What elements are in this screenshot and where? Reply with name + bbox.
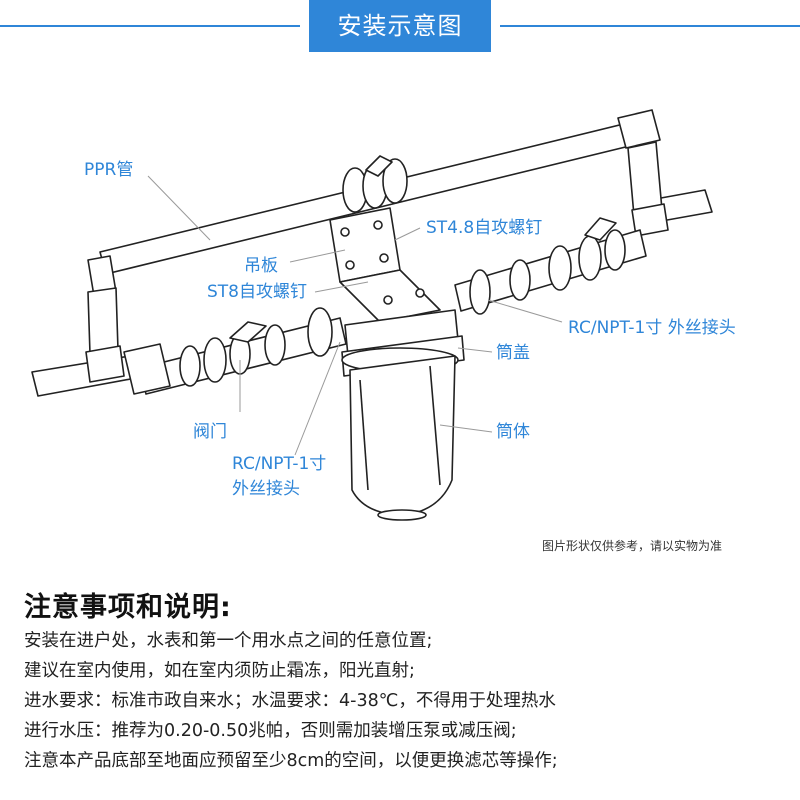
leader-connector-right	[487, 299, 563, 323]
label-housing-body: 筒体	[496, 422, 530, 442]
note-item: 进行水压：推荐为0.20-0.50兆帕，否则需加装增压泵或减压阀;	[24, 721, 517, 741]
leader-screw-st48	[394, 227, 421, 241]
installation-diagram: PPR管 吊板 ST8自攻螺钉 ST4.8自攻螺钉 RC/NPT-1寸 外丝接头…	[0, 60, 800, 580]
banner-line-left	[0, 25, 300, 27]
leader-connector-left	[294, 341, 341, 456]
right-fittings	[454, 217, 647, 315]
mounting-bracket	[329, 207, 441, 323]
leader-housing-body	[439, 424, 493, 433]
banner-line-right	[500, 25, 800, 27]
left-fittings	[123, 307, 347, 395]
label-connector-right: RC/NPT-1寸 外丝接头	[568, 318, 736, 338]
leader-bracket	[289, 249, 346, 263]
page-title: 安装示意图	[337, 12, 463, 40]
note-item: 安装在进户处，水表和第一个用水点之间的任意位置;	[24, 631, 433, 651]
note-item: 进水要求：标准市政自来水；水温要求：4-38℃，不得用于处理热水	[24, 691, 556, 711]
filter-housing	[341, 309, 465, 521]
leader-screw-st8	[314, 281, 369, 293]
label-ppr-pipe: PPR管	[84, 160, 134, 180]
label-screw-st48: ST4.8自攻螺钉	[426, 218, 543, 238]
leader-housing-cap	[457, 347, 493, 353]
note-item: 注意本产品底部至地面应预留至少8cm的空间，以便更换滤芯等操作;	[24, 751, 558, 771]
label-connector-left-line1: RC/NPT-1寸	[232, 454, 327, 474]
diagram-drawing	[31, 109, 713, 521]
note-item: 建议在室内使用，如在室内须防止霜冻，阳光直射;	[24, 661, 415, 681]
label-screw-st8: ST8自攻螺钉	[207, 282, 307, 302]
top-valve	[342, 155, 408, 213]
leader-lines	[147, 175, 563, 456]
header-banner: 安装示意图	[0, 0, 800, 52]
leader-ppr-pipe	[147, 175, 211, 241]
image-disclaimer: 图片形状仅供参考，请以实物为准	[542, 539, 723, 553]
banner-title-bar	[309, 0, 491, 52]
label-housing-cap: 筒盖	[496, 343, 530, 363]
notes-title: 注意事项和说明:	[24, 592, 232, 623]
label-connector-left-line2: 外丝接头	[232, 479, 300, 499]
label-bracket: 吊板	[244, 256, 278, 276]
notes-list: 安装在进户处，水表和第一个用水点之间的任意位置; 建议在室内使用，如在室内须防止…	[24, 626, 558, 776]
label-valve: 阀门	[193, 422, 227, 442]
